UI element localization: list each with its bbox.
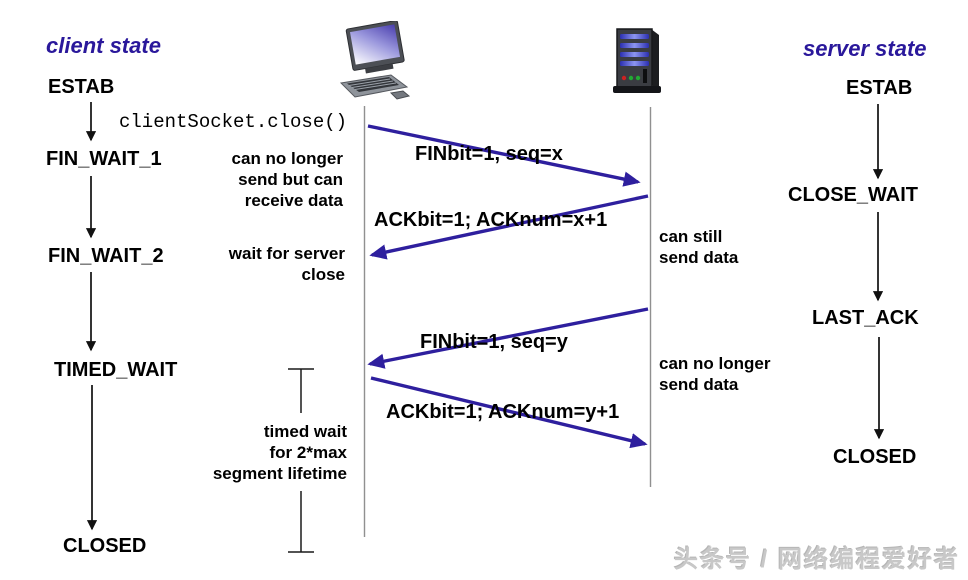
timed-wait-bracket (288, 368, 314, 553)
client-note-no-longer-send: can no longer send but can receive data (231, 149, 343, 210)
client-computer-icon (339, 21, 411, 100)
client-state-heading: client state (46, 33, 161, 58)
server-note-can-still-send: can still send data (659, 227, 739, 267)
server-state-lastack: LAST_ACK (812, 307, 919, 329)
client-note-timed-wait: timed wait for 2*max segment lifetime (212, 422, 347, 483)
message-label-fin-y: FINbit=1, seq=y (420, 331, 568, 353)
client-state-timedwait: TIMED_WAIT (54, 359, 178, 381)
message-label-ack-y1: ACKbit=1; ACKnum=y+1 (386, 401, 620, 423)
client-socket-close-call: clientSocket.close() (119, 111, 348, 133)
message-arrow-ack-x1 (369, 194, 649, 260)
server-icon (613, 28, 661, 93)
message-label-ack-x1: ACKbit=1; ACKnum=x+1 (374, 209, 608, 231)
client-state-finwait1: FIN_WAIT_1 (46, 148, 162, 170)
server-state-heading: server state (803, 36, 927, 61)
message-label-fin-x: FINbit=1, seq=x (415, 143, 563, 165)
client-state-closed: CLOSED (63, 535, 147, 557)
message-arrow-fin-y (367, 307, 649, 369)
server-state-closed: CLOSED (833, 446, 917, 468)
client-state-finwait2: FIN_WAIT_2 (48, 245, 164, 267)
message-arrow-ack-y1 (370, 376, 648, 449)
server-note-no-longer-send: can no longer send data (659, 354, 771, 394)
watermark-text: 头条号 / 网络编程爱好者 (673, 546, 960, 573)
client-note-wait-for-server-close: wait for server close (228, 244, 345, 284)
message-arrow-fin-x (367, 124, 641, 187)
server-state-estab: ESTAB (846, 77, 913, 99)
client-state-estab: ESTAB (48, 76, 115, 98)
server-state-closewait: CLOSE_WAIT (788, 184, 919, 206)
